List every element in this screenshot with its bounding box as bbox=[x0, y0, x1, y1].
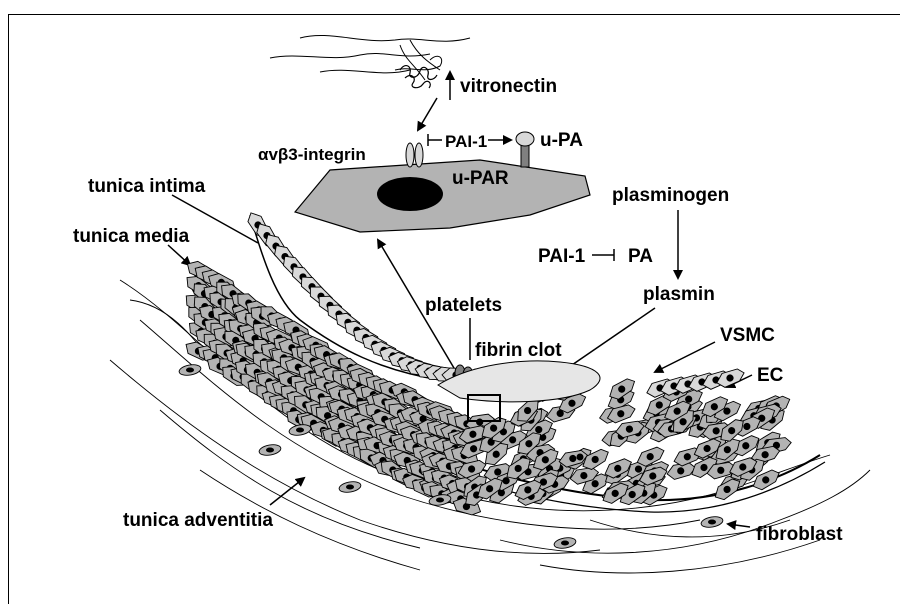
label-upa: u-PA bbox=[540, 130, 583, 151]
pointer-tunica-media bbox=[168, 245, 190, 265]
label-vitronectin: vitronectin bbox=[460, 76, 557, 97]
label-vsmc: VSMC bbox=[720, 325, 775, 346]
label-pai1-mid: PAI-1 bbox=[538, 246, 586, 267]
fibroblast-nucleus bbox=[436, 498, 444, 503]
label-fibrin-clot: fibrin clot bbox=[475, 340, 562, 361]
extracellular-matrix-fibers bbox=[270, 35, 470, 80]
fibroblast-nucleus bbox=[561, 541, 569, 546]
label-plasmin: plasmin bbox=[643, 284, 715, 305]
label-pa: PA bbox=[628, 246, 653, 267]
label-integrin: αvβ3-integrin bbox=[258, 145, 366, 164]
fibroblast-nucleus bbox=[186, 368, 194, 373]
pointer-vsmc bbox=[655, 342, 715, 372]
cell-nucleus bbox=[377, 177, 443, 211]
endothelial-cell-top bbox=[295, 160, 590, 232]
arrow-vitronectin-to-integrin bbox=[418, 98, 437, 130]
fibroblast-nucleus bbox=[708, 520, 716, 525]
label-tunica-adventitia: tunica adventitia bbox=[123, 510, 273, 531]
label-platelets: platelets bbox=[425, 295, 502, 316]
pai1-inhibits-pa bbox=[592, 249, 614, 261]
label-ec: EC bbox=[757, 365, 784, 386]
fibroblast-nucleus bbox=[266, 448, 274, 453]
pointer-fibroblast bbox=[728, 524, 750, 527]
label-tunica-media: tunica media bbox=[73, 226, 190, 247]
fibroblast-nucleus bbox=[346, 485, 354, 490]
label-tunica-intima: tunica intima bbox=[88, 176, 206, 197]
upa-receptor-icon bbox=[516, 132, 534, 167]
integrin-receptor-icon bbox=[406, 143, 423, 167]
label-upar: u-PAR bbox=[452, 168, 509, 189]
pai1-inhibits-integrin bbox=[428, 134, 442, 146]
label-plasminogen: plasminogen bbox=[612, 185, 729, 206]
label-fibroblast: fibroblast bbox=[756, 524, 843, 545]
label-pai1-top: PAI-1 bbox=[445, 132, 487, 151]
fibroblast-nucleus bbox=[296, 428, 304, 433]
free-nucleus bbox=[577, 454, 584, 461]
